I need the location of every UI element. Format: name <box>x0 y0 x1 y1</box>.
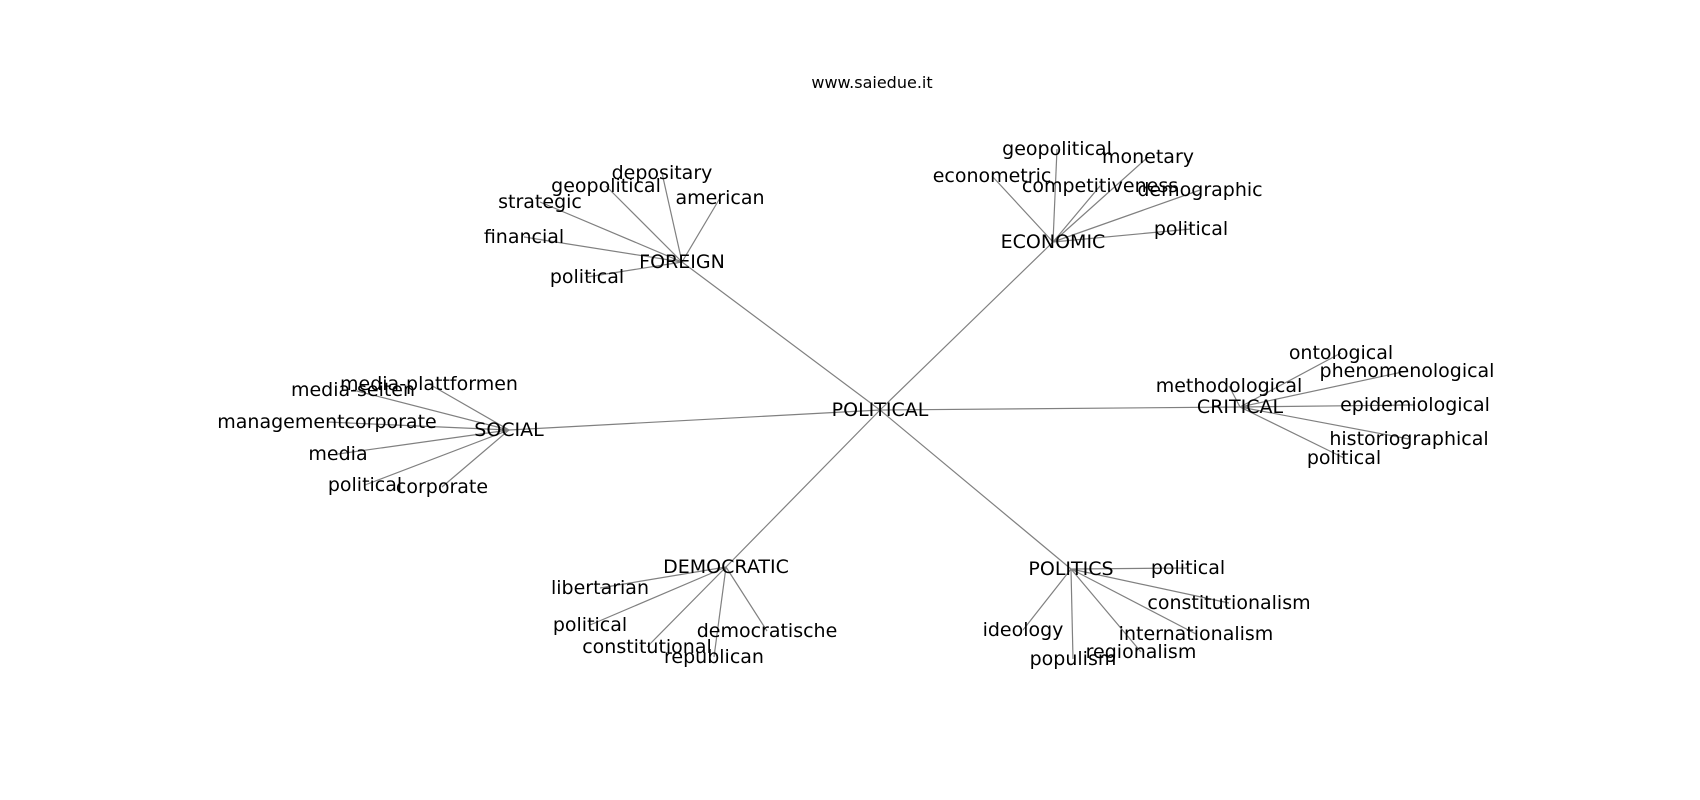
term-label-politics-regionalism: regionalism <box>1086 641 1197 663</box>
edge-economic-monetary <box>1052 156 1149 243</box>
term-label-economic-political: political <box>1154 218 1228 240</box>
site-caption: www.saiedue.it <box>811 73 932 92</box>
term-label-democratic-political: political <box>553 614 627 636</box>
label-layer: POLITICALFOREIGNdepositarygeopoliticalst… <box>217 138 1494 670</box>
cluster-node-label-social: SOCIAL <box>474 419 544 441</box>
edge-center-foreign <box>681 261 881 411</box>
edge-politics-ideology <box>1022 568 1072 631</box>
edge-politics-political <box>1070 567 1189 570</box>
term-label-social-media-seiten: media-seiten <box>291 379 415 401</box>
edge-democratic-democratische <box>725 566 768 632</box>
cluster-node-label-critical: CRITICAL <box>1197 396 1284 418</box>
term-label-critical-methodological: methodological <box>1156 375 1303 397</box>
term-label-foreign-political: political <box>550 266 624 288</box>
edge-politics-constitutionalism <box>1070 568 1230 604</box>
term-label-politics-political: political <box>1151 557 1225 579</box>
term-label-critical-epidemiological: epidemiological <box>1340 394 1490 416</box>
term-label-politics-populism: populism <box>1030 648 1117 670</box>
edge-foreign-strategic <box>539 201 683 263</box>
cluster-node-label-democratic: DEMOCRATIC <box>663 556 789 578</box>
term-label-social-corporate: corporate <box>396 476 488 498</box>
term-label-economic-competitiveness: competitiveness <box>1022 175 1178 197</box>
term-label-democratic-democratische: democratische <box>697 620 838 642</box>
term-label-critical-phenomenological: phenomenological <box>1320 360 1495 382</box>
term-label-economic-geopolitical: geopolitical <box>1002 138 1112 160</box>
cluster-node-label-politics: POLITICS <box>1028 558 1113 580</box>
term-label-foreign-american: american <box>675 187 764 209</box>
edge-social-media-plattformen <box>428 383 510 431</box>
term-label-critical-historiographical: historiographical <box>1329 428 1488 450</box>
edge-economic-geopolitical <box>1052 148 1058 243</box>
edge-politics-internationalism <box>1070 568 1197 635</box>
edge-economic-demographic <box>1052 189 1201 243</box>
edge-center-democratic <box>725 409 881 568</box>
term-label-economic-demographic: demographic <box>1137 179 1262 201</box>
term-label-critical-political: political <box>1307 447 1381 469</box>
edge-economic-competitiveness <box>1052 185 1101 243</box>
edge-politics-regionalism <box>1070 568 1142 653</box>
cluster-node-label-economic: ECONOMIC <box>1001 231 1106 253</box>
edge-social-corporate <box>441 429 510 488</box>
edge-foreign-political <box>586 261 683 278</box>
edge-social-managementcorporate <box>326 421 510 431</box>
cluster-node-label-foreign: FOREIGN <box>639 251 725 273</box>
edge-center-critical <box>879 406 1241 411</box>
edge-critical-political <box>1239 406 1345 459</box>
term-label-foreign-strategic: strategic <box>498 191 582 213</box>
term-label-social-political: political <box>328 474 402 496</box>
edge-critical-historiographical <box>1239 406 1410 440</box>
edge-layer <box>326 148 1416 660</box>
edge-critical-methodological <box>1228 385 1241 408</box>
term-label-economic-monetary: monetary <box>1102 146 1194 168</box>
center-node-label: POLITICAL <box>832 399 929 421</box>
edge-center-social <box>508 409 881 431</box>
edge-economic-econometric <box>991 175 1054 243</box>
edge-foreign-geopolitical <box>605 185 683 263</box>
edge-social-media-seiten <box>352 389 510 431</box>
edge-social-media <box>337 429 510 455</box>
term-label-democratic-libertarian: libertarian <box>551 577 649 599</box>
edge-critical-epidemiological <box>1239 404 1416 408</box>
term-label-social-managementcorporate: managementcorporate <box>217 411 436 433</box>
term-label-democratic-republican: republican <box>664 646 764 668</box>
edge-center-economic <box>879 241 1054 411</box>
term-label-foreign-financial: financial <box>484 226 564 248</box>
term-label-economic-econometric: econometric <box>933 165 1052 187</box>
edge-politics-populism <box>1070 568 1074 660</box>
term-label-democratic-constitutional: constitutional <box>582 636 712 658</box>
term-label-politics-ideology: ideology <box>983 619 1064 641</box>
term-label-foreign-depositary: depositary <box>612 162 713 184</box>
edge-foreign-depositary <box>661 172 683 263</box>
term-label-social-media: media <box>308 443 367 465</box>
edge-economic-political <box>1052 228 1192 243</box>
edge-democratic-libertarian <box>599 566 727 589</box>
term-label-foreign-geopolitical: geopolitical <box>551 175 661 197</box>
term-label-politics-constitutionalism: constitutionalism <box>1147 592 1310 614</box>
edge-center-politics <box>879 409 1072 570</box>
edge-social-political <box>364 429 510 486</box>
edge-democratic-political <box>589 566 727 626</box>
term-label-critical-ontological: ontological <box>1289 342 1393 364</box>
edge-foreign-financial <box>523 236 683 263</box>
edge-critical-ontological <box>1239 352 1342 408</box>
edge-democratic-republican <box>713 566 727 658</box>
edge-foreign-american <box>681 197 721 263</box>
edge-democratic-constitutional <box>646 566 727 648</box>
term-label-politics-internationalism: internationalism <box>1119 623 1274 645</box>
edge-critical-phenomenological <box>1239 370 1408 408</box>
term-label-social-media-plattformen: media-plattformen <box>340 373 518 395</box>
